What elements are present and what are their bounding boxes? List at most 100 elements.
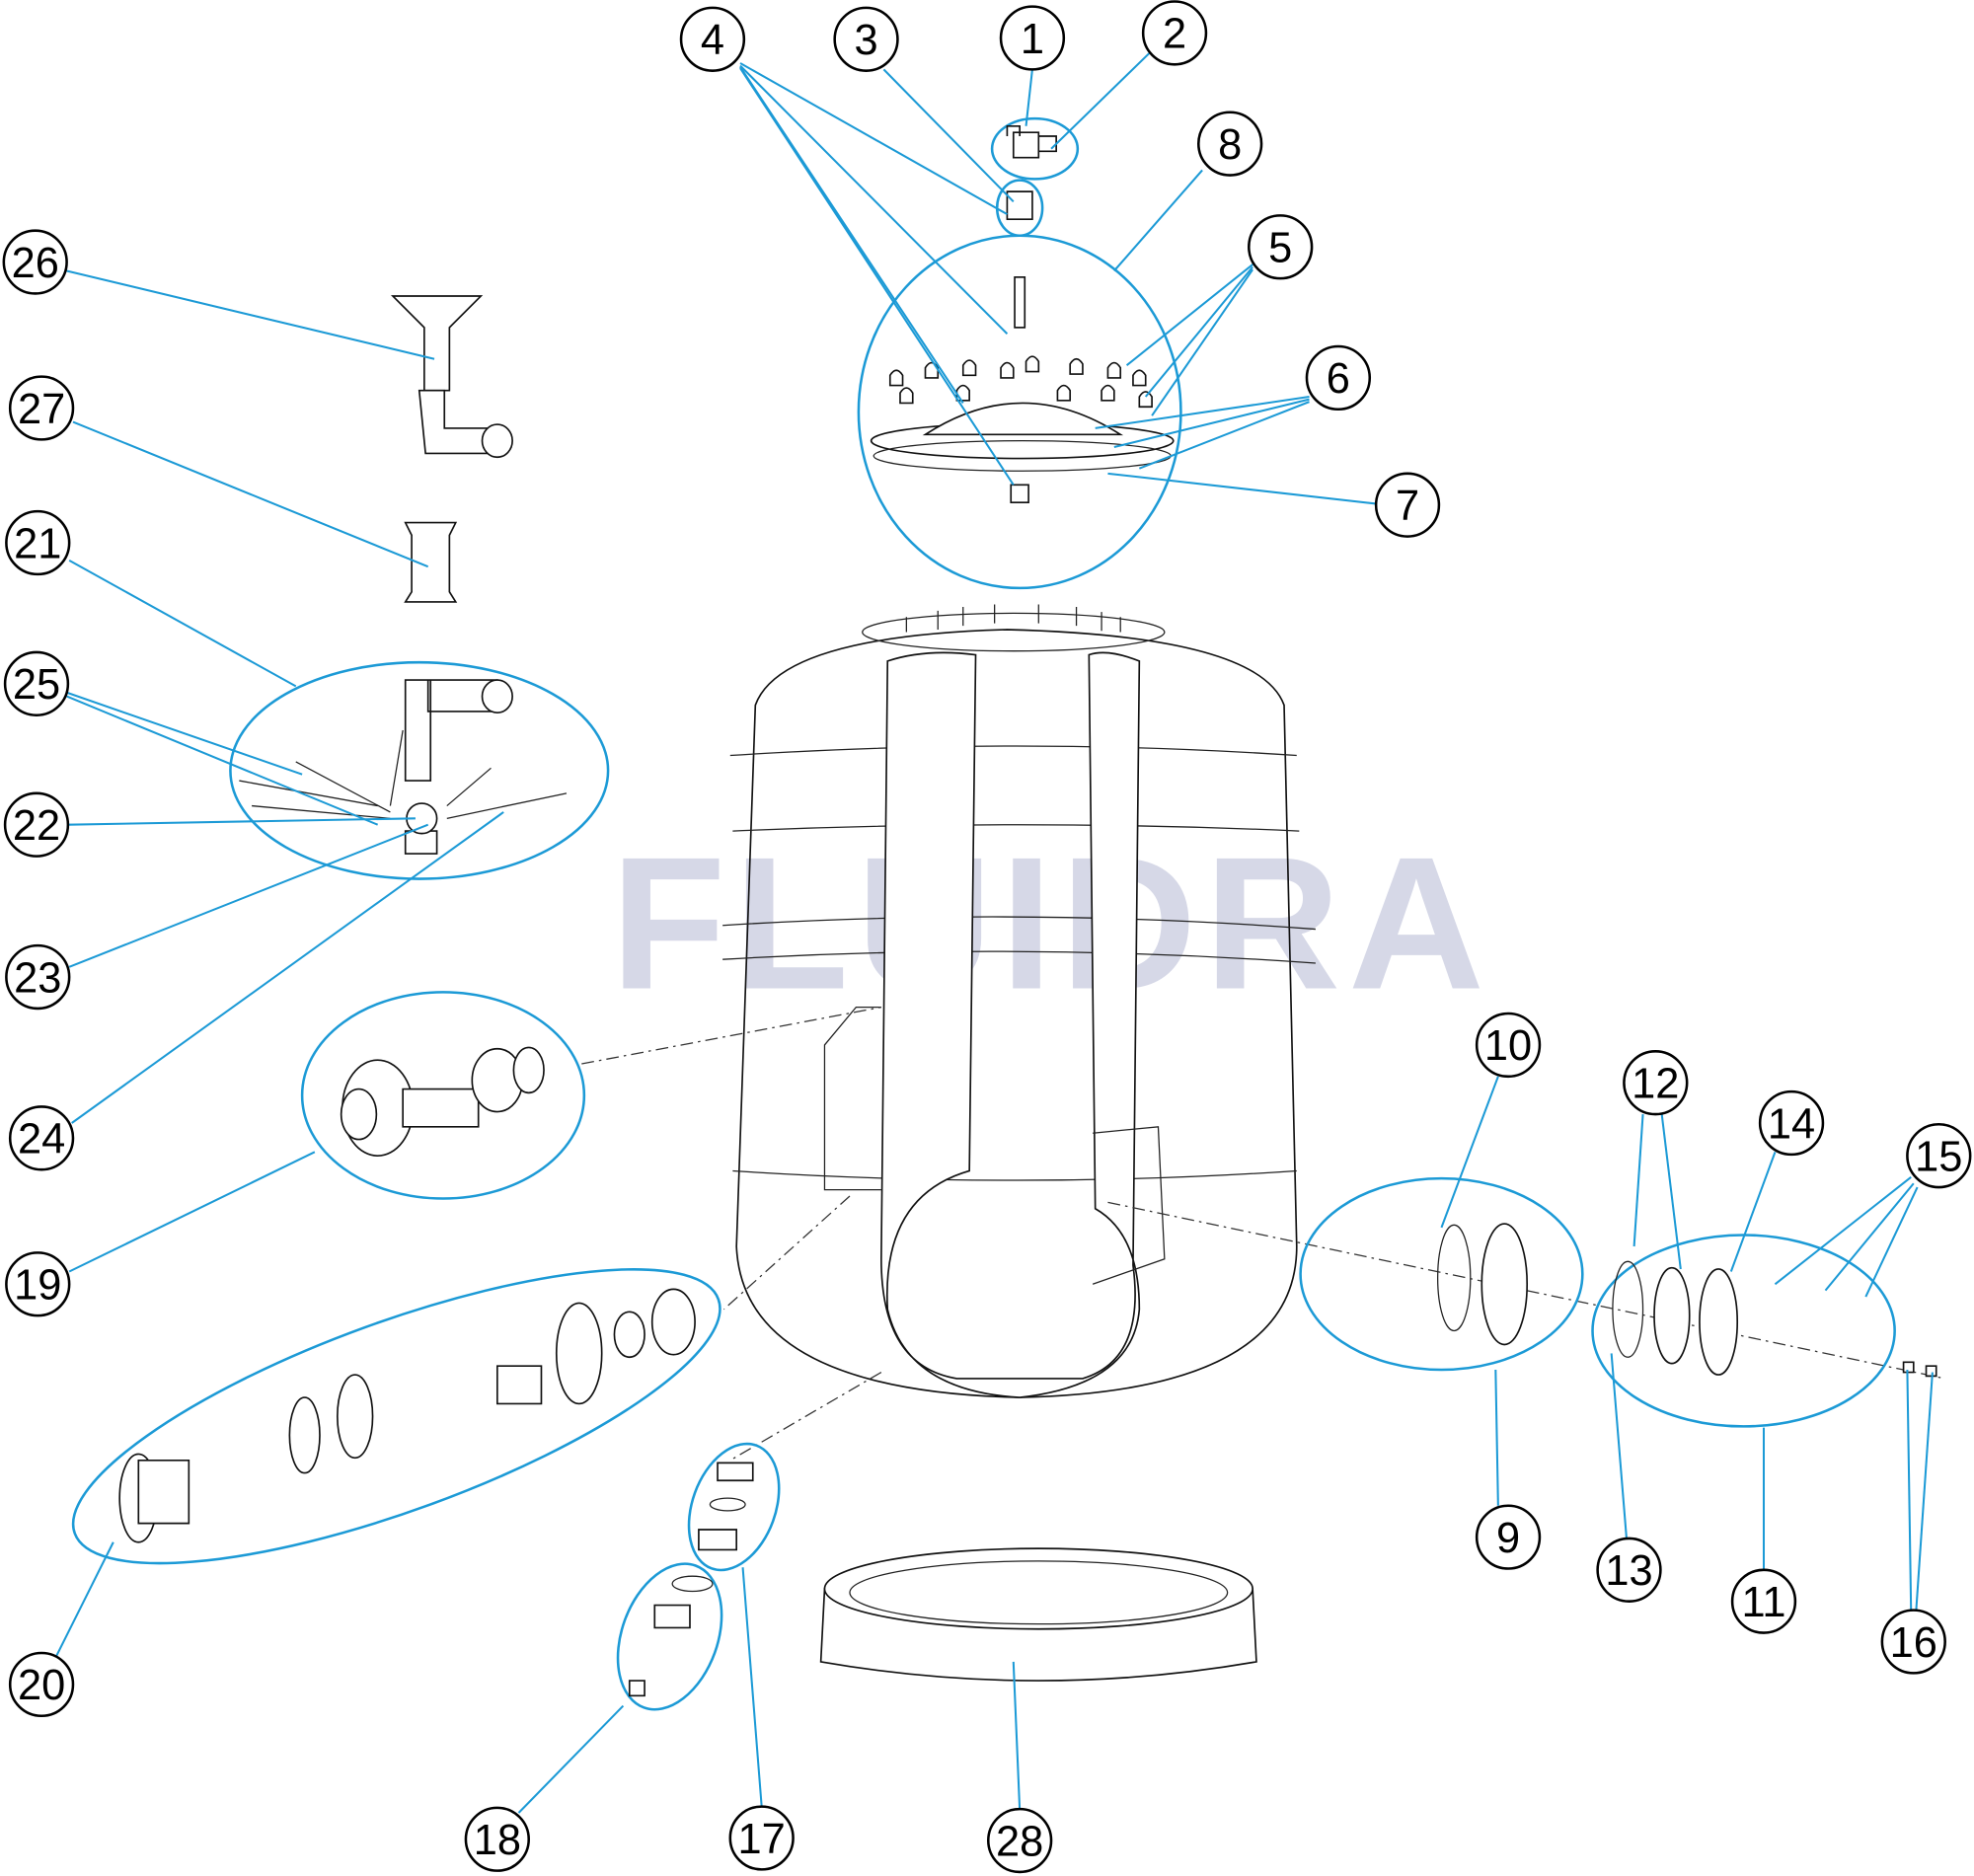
- filter-tank: [722, 604, 1316, 1398]
- leader-line-21: [68, 559, 297, 688]
- nozzle: [955, 384, 970, 402]
- callout-12: 12: [1623, 1050, 1689, 1116]
- collector-part-26: [390, 295, 513, 459]
- callout-circle: [8, 1651, 75, 1718]
- group-ring-valve: [990, 116, 1080, 181]
- leader-line-17: [741, 1567, 763, 1807]
- group-ring-8: [857, 234, 1182, 590]
- callout-circle: [999, 5, 1066, 71]
- callout-11: 11: [1730, 1568, 1797, 1634]
- callout-circle: [2, 229, 68, 295]
- leader-line-4: [739, 67, 1015, 486]
- leader-line-19: [68, 1151, 316, 1273]
- group-ring-18: [616, 1562, 723, 1711]
- group-ring-20: [71, 1268, 721, 1565]
- callout-number: 28: [996, 1818, 1043, 1865]
- leader-line-15: [1864, 1186, 1919, 1298]
- leader-line-15: [1774, 1176, 1912, 1286]
- callout-number: 7: [1396, 483, 1419, 530]
- callout-7: 7: [1374, 472, 1441, 538]
- leader-line-12: [1632, 1114, 1644, 1247]
- leader-line-15: [1824, 1182, 1915, 1292]
- callout-28: 28: [987, 1807, 1053, 1874]
- leader-line-16: [1906, 1369, 1913, 1612]
- part-27: [404, 521, 458, 603]
- leader-line-24: [71, 811, 504, 1124]
- leader-line-7: [1107, 472, 1377, 505]
- callout-5: 5: [1248, 214, 1314, 280]
- leader-line-10: [1440, 1076, 1499, 1229]
- callout-circle: [1374, 472, 1441, 538]
- leader-line-18: [517, 1704, 625, 1814]
- callout-number: 16: [1890, 1619, 1937, 1667]
- leader-line-6: [1113, 398, 1310, 449]
- callout-2: 2: [1141, 0, 1208, 66]
- callout-6: 6: [1305, 344, 1372, 412]
- leader-line-3: [882, 68, 1015, 203]
- callout-circle: [8, 1105, 75, 1171]
- watermark-logo: FLUIDRA: [611, 818, 1492, 1029]
- nozzle: [1069, 357, 1084, 375]
- callout-19: 19: [5, 1251, 71, 1317]
- callout-circle: [833, 6, 899, 72]
- leader-line-4: [739, 64, 1009, 335]
- callout-15: 15: [1906, 1123, 1972, 1189]
- callout-22: 22: [3, 791, 70, 858]
- leader-line-25: [66, 695, 379, 826]
- nozzle: [888, 369, 904, 387]
- callout-3: 3: [833, 6, 899, 72]
- callout-circle: [1475, 1012, 1542, 1079]
- group-ring-11: [1591, 1234, 1896, 1428]
- leader-line-26: [66, 269, 435, 360]
- nozzle: [1132, 369, 1147, 387]
- leader-line-14: [1729, 1151, 1777, 1272]
- leader-line-27: [72, 420, 429, 568]
- callout-number: 2: [1163, 11, 1186, 58]
- leader-line-22: [67, 817, 416, 826]
- group-ring-21: [229, 660, 610, 880]
- callout-24: 24: [8, 1105, 75, 1171]
- callout-circle: [1906, 1123, 1972, 1189]
- callout-number: 21: [14, 520, 61, 567]
- leader-line-8: [1113, 169, 1203, 272]
- callout-16: 16: [1880, 1609, 1946, 1675]
- base-stand-28: [819, 1547, 1257, 1682]
- group-ring-9: [1299, 1176, 1584, 1372]
- leader-line-4: [739, 66, 964, 404]
- callout-number: 14: [1768, 1100, 1815, 1148]
- leader-line-13: [1610, 1353, 1628, 1539]
- group-ring-17: [687, 1442, 781, 1572]
- leader-line-25: [66, 691, 303, 776]
- callout-number: 5: [1268, 225, 1292, 272]
- callout-number: 15: [1915, 1133, 1962, 1180]
- callout-circle: [5, 509, 71, 576]
- leader-line-5: [1125, 263, 1253, 366]
- callout-number: 8: [1218, 121, 1242, 169]
- callout-circle: [1305, 344, 1372, 412]
- leader-line-2: [1050, 52, 1151, 150]
- callout-number: 3: [854, 17, 877, 64]
- callout-number: 17: [738, 1816, 786, 1863]
- callout-23: 23: [5, 943, 71, 1011]
- callout-9: 9: [1475, 1504, 1542, 1570]
- nozzle: [1025, 355, 1040, 373]
- outlet-assembly-20: [118, 1288, 696, 1543]
- callout-4: 4: [679, 6, 746, 72]
- leader-line-5: [1151, 268, 1253, 416]
- callout-circle: [1596, 1537, 1662, 1603]
- callout-25: 25: [3, 650, 70, 717]
- callout-14: 14: [1758, 1089, 1825, 1157]
- callout-number: 23: [14, 954, 61, 1002]
- callout-20: 20: [8, 1651, 75, 1718]
- callout-number: 12: [1632, 1060, 1679, 1107]
- nozzle: [899, 387, 914, 405]
- callout-circle: [1141, 0, 1208, 66]
- flange-assembly-19: [340, 1046, 545, 1157]
- nozzle: [1056, 384, 1072, 402]
- callout-number: 11: [1741, 1579, 1785, 1626]
- callout-circle: [987, 1807, 1053, 1874]
- callout-number: 22: [13, 802, 60, 850]
- callout-26: 26: [2, 229, 68, 295]
